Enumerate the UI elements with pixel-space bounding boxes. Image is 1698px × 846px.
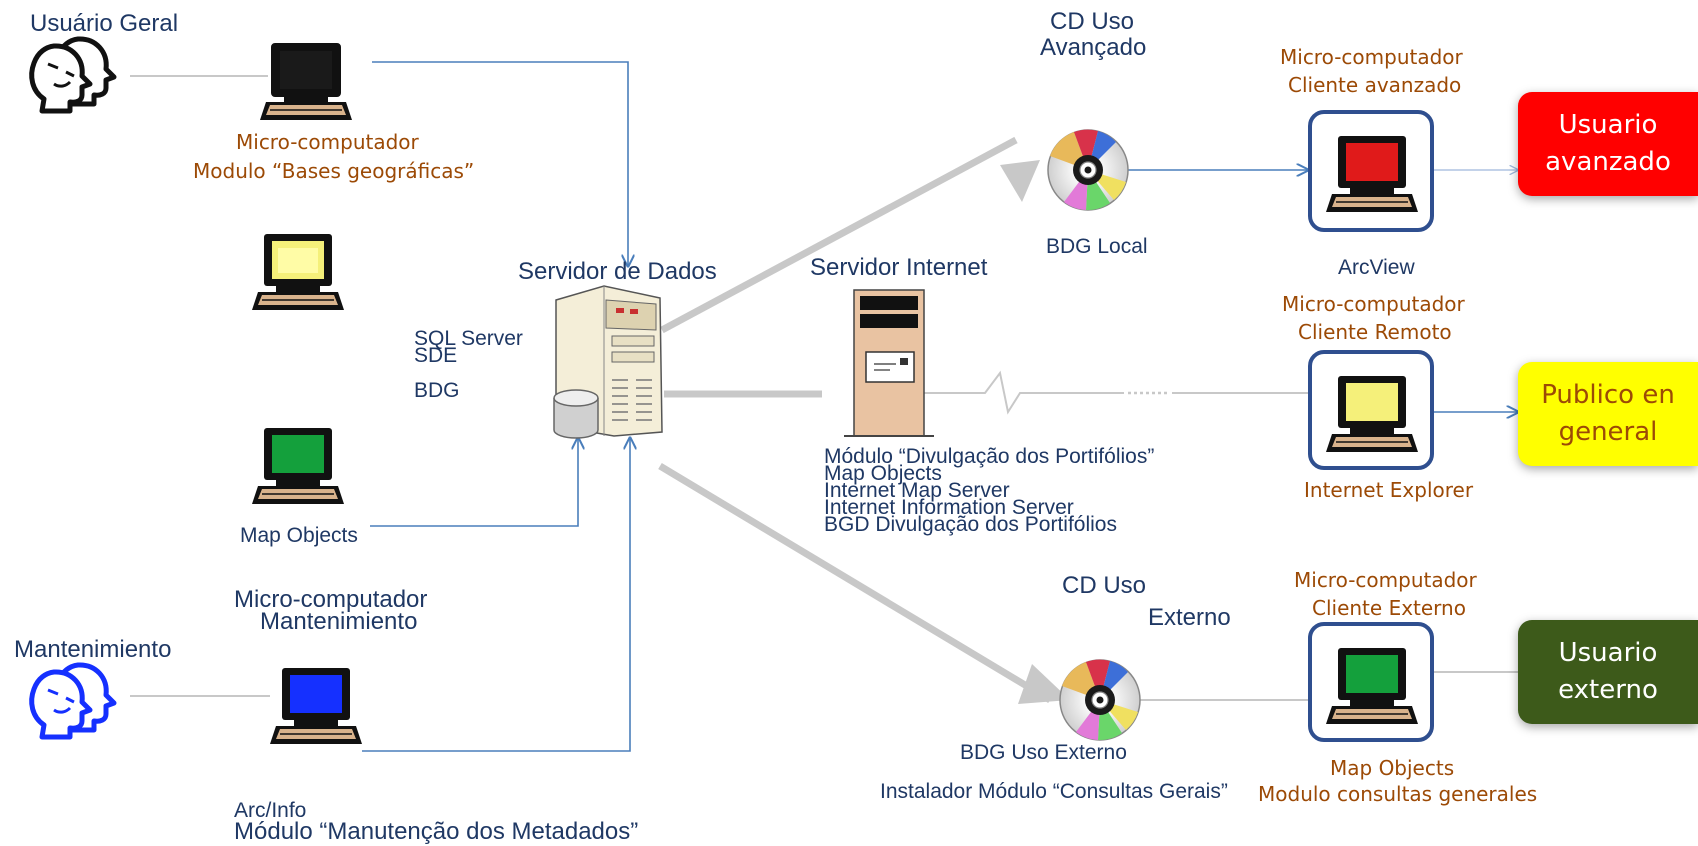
connector-lines-blue xyxy=(362,61,1518,752)
label-internet-line: Módulo “Divulgação dos Portifólios” xyxy=(824,445,1155,468)
label-map-objects-right: Map Objects xyxy=(1330,756,1455,780)
cd-disc-icon xyxy=(1047,128,1129,211)
arrowhead-cd-local xyxy=(1000,160,1040,202)
label-mc-externo-line2: Cliente Externo xyxy=(1312,596,1466,620)
arrowhead-cd-externo xyxy=(1018,664,1070,704)
label-usuario-geral: Usuário Geral xyxy=(30,10,179,37)
computer-icon xyxy=(269,667,363,745)
connector-mapobjects-to-server xyxy=(370,438,578,527)
computer-icon xyxy=(1325,375,1419,453)
label-arcinfo-line1: Arc/Info xyxy=(234,799,307,822)
label-bdg: BDG xyxy=(414,379,460,402)
label-sql-server: SQL Server xyxy=(414,327,523,350)
connector-internet-to-remote xyxy=(924,370,1124,415)
box-line: Publico en xyxy=(1541,380,1675,410)
user-box-publico: Publico en general xyxy=(1518,362,1698,466)
connector-server-to-cd-externo xyxy=(658,462,1052,704)
internet-server-icon xyxy=(844,289,934,437)
label-sde: SDE xyxy=(414,344,458,367)
client-frame-remoto xyxy=(1308,350,1434,470)
box-line: Usuario xyxy=(1558,110,1658,140)
user-group-icon xyxy=(32,39,114,111)
label-cd-externo-line1: CD Uso xyxy=(1062,572,1147,599)
label-bdg-local: BDG Local xyxy=(1046,235,1148,258)
computer-icon xyxy=(1325,647,1419,725)
label-internet-line: Internet Information Server xyxy=(824,496,1074,519)
label-cd-avancado-line1: CD Uso xyxy=(1050,8,1135,35)
label-servidor-internet: Servidor Internet xyxy=(810,254,988,281)
label-mc-externo-line1: Micro-computador xyxy=(1294,568,1477,592)
computer-icon xyxy=(259,43,353,121)
label-internet-line: Internet Map Server xyxy=(824,479,1010,502)
label-mc-bases-line1: Micro-computador xyxy=(236,130,419,154)
user-box-avanzado: Usuario avanzado xyxy=(1518,92,1698,196)
label-mc-bases-line2: Modulo “Bases geográficas” xyxy=(193,159,475,183)
box-line: Usuario xyxy=(1558,638,1658,668)
label-arcinfo-line2: Módulo “Manutenção dos Metadados” xyxy=(234,818,639,845)
box-line: general xyxy=(1558,417,1658,447)
connector-mantenimiento-to-server xyxy=(362,438,630,752)
label-cd-externo-line2: Externo xyxy=(1148,604,1231,631)
box-line: avanzado xyxy=(1545,147,1671,177)
label-modulo-consultas: Modulo consultas generales xyxy=(1258,782,1538,806)
user-box-externo: Usuario externo xyxy=(1518,620,1698,724)
user-group-icon xyxy=(32,665,114,737)
label-bdg-uso-externo: BDG Uso Externo xyxy=(960,741,1127,764)
label-internet-line: Map Objects xyxy=(824,462,942,485)
database-server-icon xyxy=(553,285,663,439)
computer-icon xyxy=(251,233,345,311)
label-cd-avancado-line2: Avançado xyxy=(1040,34,1147,61)
client-frame-externo xyxy=(1308,622,1434,742)
cd-disc-icon xyxy=(1059,658,1141,741)
label-arcview: ArcView xyxy=(1338,256,1415,279)
label-mc-mant-line2: Mantenimiento xyxy=(260,608,418,635)
label-mc-mant-line1: Micro-computador xyxy=(234,586,428,613)
computer-icon xyxy=(251,427,345,505)
label-instalador: Instalador Módulo “Consultas Gerais” xyxy=(880,780,1228,803)
label-internet-line: BGD Divulgação dos Portifólios xyxy=(824,513,1117,536)
label-mc-avanzado-line2: Cliente avanzado xyxy=(1288,73,1462,97)
connector-lines-gray xyxy=(130,75,1518,704)
label-mc-avanzado-line1: Micro-computador xyxy=(1280,45,1463,69)
label-mc-remoto-line1: Micro-computador xyxy=(1282,292,1465,316)
label-map-objects-left: Map Objects xyxy=(240,524,358,547)
box-line: externo xyxy=(1558,675,1658,705)
label-mantenimiento: Mantenimiento xyxy=(14,636,172,663)
connector-top-computer-to-server xyxy=(372,61,628,266)
label-mc-remoto-line2: Cliente Remoto xyxy=(1298,320,1452,344)
label-servidor-dados: Servidor de Dados xyxy=(518,258,717,285)
label-internet-explorer: Internet Explorer xyxy=(1304,478,1474,502)
computer-icon xyxy=(1325,135,1419,213)
connector-server-to-cd-local xyxy=(660,136,1018,334)
client-frame-avanzado xyxy=(1308,110,1434,232)
